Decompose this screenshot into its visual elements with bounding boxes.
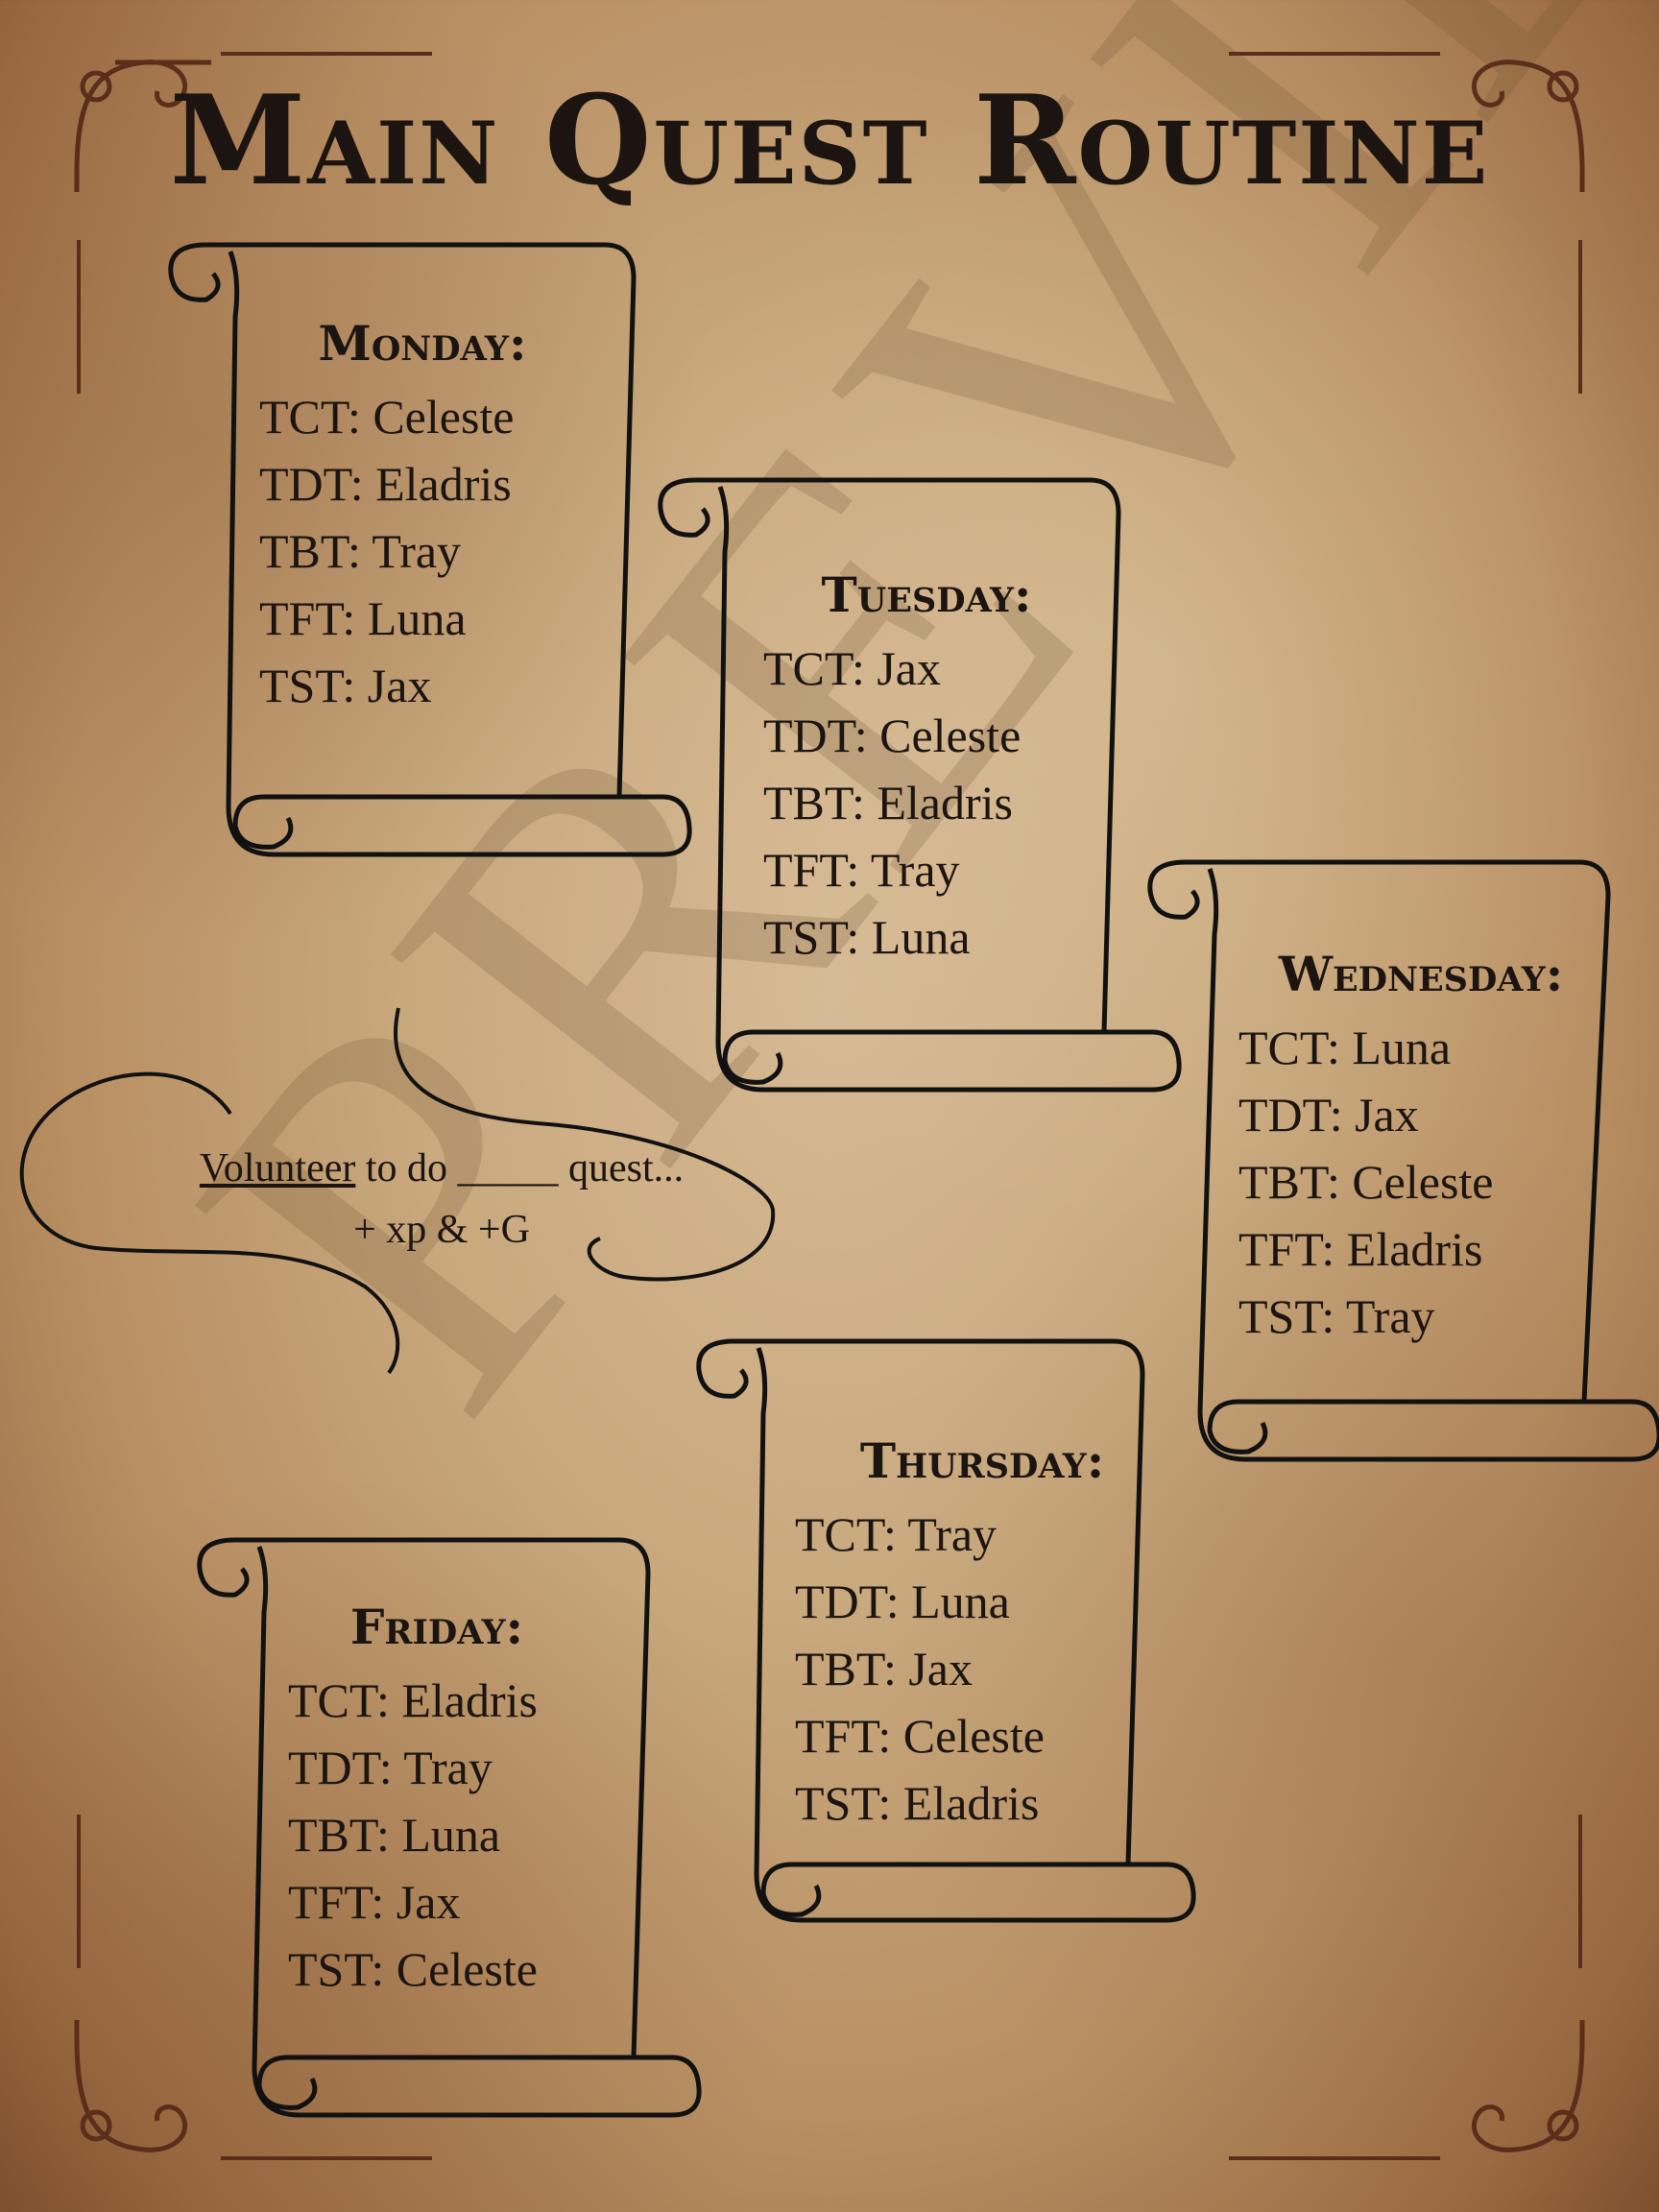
assignment-row: TCT: Tray [795,1507,998,1561]
assignment-row: TDT: Celeste [763,709,1022,762]
day-heading-tuesday: Tuesday: [821,566,1032,623]
day-heading-wednesday: Wednesday: [1278,946,1564,1002]
assignment-row: TST: Eladris [795,1776,1040,1830]
assignment-row: TDT: Eladris [259,457,512,511]
assignment-row: TFT: Celeste [795,1709,1045,1763]
assignment-row: TCT: Jax [763,641,941,695]
scroll-thursday [696,1338,1196,1923]
assignment-row: TBT: Jax [795,1642,973,1695]
quest-banner-frame [19,1007,776,1375]
page-title: Main Quest Routine [169,69,1490,213]
wednesday-schedule: Wednesday: TCT: Luna TDT: Jax TBT: Celes… [1238,946,1584,1350]
assignment-row: TBT: Eladris [763,776,1013,830]
volunteer-rest: to do _____ quest... [355,1146,685,1190]
reward-line: + xp & +G [353,1208,530,1252]
assignment-row: TBT: Tray [259,524,462,578]
assignment-row: TFT: Eladris [1238,1222,1483,1276]
corner-ornament-bottom-left [74,2020,187,2152]
corner-ornament-bottom-right [1472,2020,1585,2152]
scroll-friday [197,1537,702,2118]
assignment-row: TST: Celeste [288,1942,538,1996]
assignment-row: TBT: Luna [288,1808,501,1862]
assignment-row: TDT: Jax [1238,1088,1419,1142]
monday-schedule: Monday: TCT: Celeste TDT: Eladris TBT: T… [259,315,605,719]
corner-ornament-top-right [1472,60,1585,192]
friday-schedule: Friday: TCT: Eladris TDT: Tray TBT: Luna… [288,1599,634,2003]
assignment-row: TBT: Celeste [1238,1155,1494,1209]
scroll-wednesday [1147,859,1659,1462]
volunteer-line: Volunteer to do _____ quest... [144,1138,739,1199]
tuesday-schedule: Tuesday: TCT: Jax TDT: Celeste TBT: Elad… [763,566,1109,971]
assignment-row: TCT: Eladris [288,1673,538,1727]
assignment-row: TFT: Luna [259,591,467,645]
thursday-schedule: Thursday: TCT: Tray TDT: Luna TBT: Jax T… [795,1432,1141,1837]
scroll-monday [168,242,692,857]
assignment-row: TST: Luna [763,910,971,964]
assignment-row: TCT: Celeste [259,390,515,444]
day-heading-friday: Friday: [349,1599,524,1655]
volunteer-word: Volunteer [199,1146,356,1190]
day-heading-thursday: Thursday: [859,1432,1105,1489]
scroll-tuesday [658,477,1182,1093]
day-heading-monday: Monday: [318,315,527,372]
assignment-row: TFT: Jax [288,1875,461,1929]
assignment-row: TST: Jax [259,659,432,712]
assignment-row: TDT: Luna [795,1575,1010,1628]
assignment-row: TFT: Tray [763,843,960,897]
assignment-row: TST: Tray [1238,1289,1435,1343]
assignment-row: TCT: Luna [1238,1021,1452,1074]
assignment-row: TDT: Tray [288,1741,493,1794]
corner-ornament-top-left [74,60,211,192]
volunteer-quest-banner: Volunteer to do _____ quest... + xp & +G [144,1138,739,1261]
